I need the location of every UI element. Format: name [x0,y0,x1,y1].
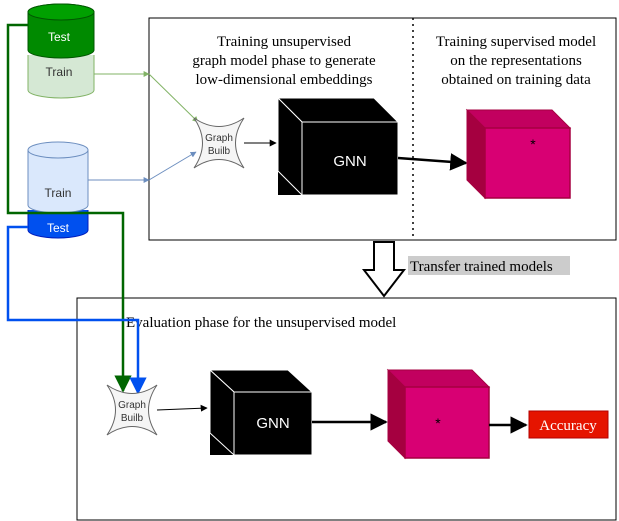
green-to-builder-arrow [148,73,199,123]
accuracy-box [528,410,609,439]
blue-db-train-label: Train [45,186,72,200]
graph-builder-train-line2: Builb [208,146,231,157]
gnn-cube-train: GNN [276,96,400,197]
gnn-label-eval: GNN [256,415,289,432]
gnn-cube-eval: GNN [208,368,314,457]
training-sup-line3: obtained on training data [441,72,591,88]
transfer-label-bg [408,256,570,275]
graph-builder-eval: Graph Builb [106,384,158,436]
blue-database: Train Test [27,141,89,239]
training-unsup-line3: low-dimensional embeddings [195,72,372,88]
graph-builder-train-line1: Graph [205,133,233,144]
classifier-cube-eval: * [386,368,491,460]
green-database: Test Train [27,3,95,99]
training-unsup-line1: Training unsupervised [217,34,352,50]
training-sup-line1: Training supervised model [436,34,596,50]
classifier-label-train: * [530,136,536,152]
graph-builder-eval-line1: Graph [118,400,146,411]
blue-db-test-label: Test [47,221,70,235]
green-db-test-label: Test [48,30,71,44]
classifier-cube-train: * [465,108,572,200]
transfer-arrow [361,241,407,298]
gnn-to-classifier-arrow-train [397,153,468,171]
blue-to-builder-arrow [148,151,197,181]
training-unsup-line2: graph model phase to generate [192,53,376,69]
green-db-train-label: Train [46,65,73,79]
blue-test-connector [6,225,147,395]
gnn-label-train: GNN [333,153,366,170]
builder-to-gnn-arrow-eval [156,404,208,412]
evaluation-phase-box [76,297,617,521]
graph-builder-eval-line2: Builb [121,413,144,424]
transfer-label: Transfer trained models [410,259,553,275]
green-test-connector [6,23,132,393]
classifier-label-eval: * [435,415,441,431]
training-sup-line2: on the representations [450,53,582,69]
evaluation-label: Evaluation phase for the unsupervised mo… [126,315,396,331]
graph-builder-train: Graph Builb [193,117,245,169]
accuracy-label: Accuracy [539,418,597,434]
